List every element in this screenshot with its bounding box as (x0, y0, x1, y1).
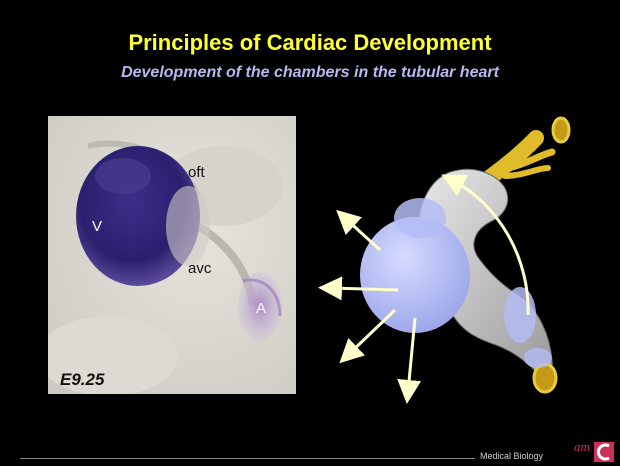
atrium-chamber (504, 287, 536, 343)
sinus-bulge (524, 348, 552, 368)
arrow-left (330, 288, 398, 290)
embryo-photo-image (48, 116, 296, 394)
embryo-photo: oft V avc A E9.25 (48, 116, 296, 394)
footer-text: Medical Biology (480, 451, 543, 461)
arrow-downleft (348, 310, 395, 355)
slide-title: Principles of Cardiac Development (0, 30, 620, 56)
amc-logo: am (574, 436, 616, 464)
slide-subtitle: Development of the chambers in the tubul… (0, 64, 620, 82)
logo-text: am (574, 439, 590, 454)
atrium-label: A (256, 300, 266, 317)
ventricle-label: V (92, 218, 102, 235)
oft-label: oft (188, 164, 205, 181)
avc-label: avc (188, 260, 211, 277)
tubular-heart-diagram (300, 110, 590, 410)
arrow-upleft (345, 218, 380, 250)
footer-divider (20, 458, 475, 459)
stage-label: E9.25 (60, 370, 104, 390)
outflow-vessels (480, 118, 569, 185)
outflow-bulge (394, 198, 446, 238)
